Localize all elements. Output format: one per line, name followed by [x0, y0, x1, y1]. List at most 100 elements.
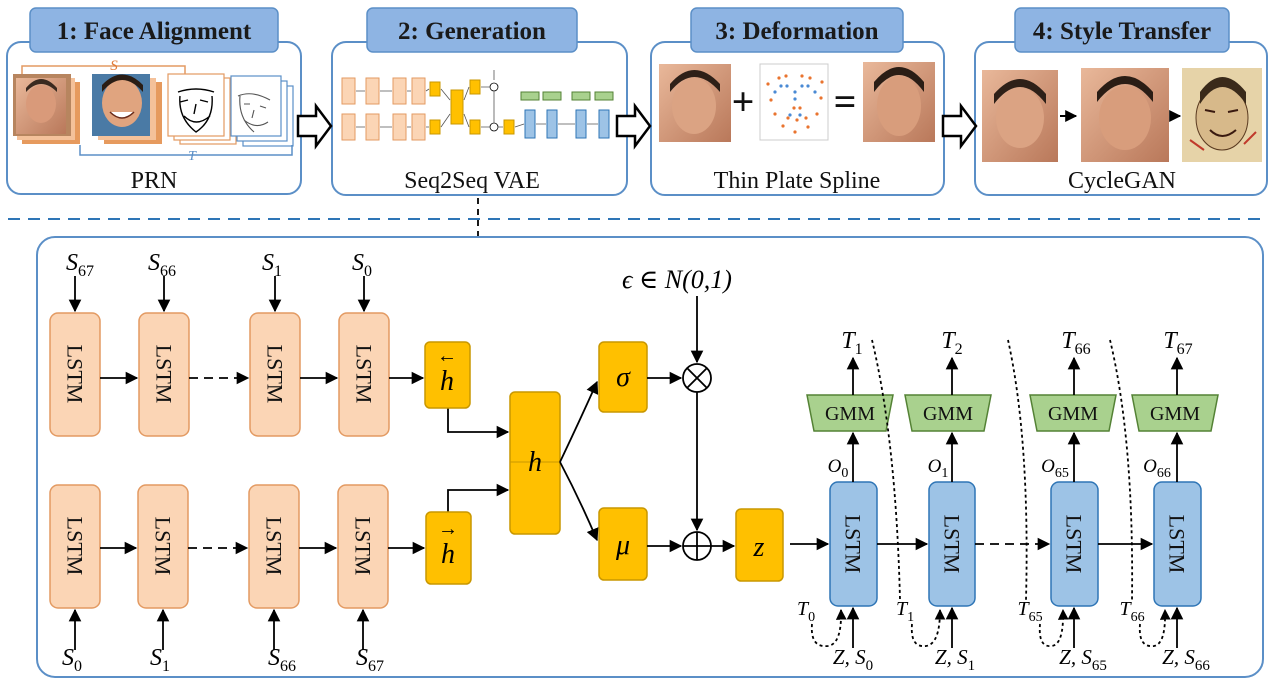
stage-style-transfer: 4: Style Transfer CycleGAN — [974, 7, 1268, 196]
mu-label: μ — [615, 530, 630, 561]
sketch-stack-t — [230, 75, 294, 147]
lstm-label: LSTM — [151, 517, 176, 576]
stage-caption: PRN — [131, 168, 178, 194]
lstm-label: LSTM — [263, 345, 288, 404]
encoder-arrows — [68, 276, 510, 650]
encoder-backward-row: LSTM LSTM LSTM LSTM S67 S66 S1 S0 — [49, 250, 390, 437]
gmm-block — [1131, 394, 1219, 432]
output-label: T66 — [1061, 328, 1090, 358]
stage-face-alignment: 1: Face Alignment S — [6, 7, 302, 195]
stage-title: 2: Generation — [398, 18, 546, 45]
output-label: T1 — [841, 328, 862, 358]
latent-block: σ μ ϵ ∈ N(0,1) z — [598, 265, 784, 582]
t-label: T — [188, 149, 197, 164]
o-label: O1 — [928, 456, 949, 481]
lstm-cell — [49, 484, 101, 609]
gmm-label: GMM — [825, 403, 875, 425]
lstm-cell — [248, 484, 300, 609]
stage-title: 3: Deformation — [715, 18, 878, 45]
lstm-label: LSTM — [63, 517, 88, 576]
mini-architecture-thumbnail — [341, 70, 614, 141]
t-input-label: T1 — [896, 598, 914, 625]
z-input-label: Z, S65 — [1059, 645, 1107, 674]
block-arrow — [615, 102, 652, 150]
stage-title: 1: Face Alignment — [57, 18, 252, 45]
input-face-photo — [659, 64, 731, 142]
encoder-forward-row: LSTM LSTM LSTM LSTM S0 S1 S66 S67 — [49, 484, 389, 675]
block-arrow — [941, 102, 978, 150]
z-label: z — [753, 532, 765, 563]
z-input-label: Z, S1 — [935, 645, 975, 674]
original-face-photo — [982, 70, 1058, 162]
deformed-face-photo — [1081, 68, 1169, 162]
input-label: S67 — [356, 645, 384, 675]
face-photo-stack — [13, 74, 80, 144]
h-forward-box — [425, 511, 472, 585]
h-backward-label: h — [440, 366, 454, 397]
stage-tab — [690, 7, 904, 53]
lstm-label: LSTM — [152, 345, 177, 404]
input-label: S66 — [268, 645, 296, 675]
decoder-arrows — [810, 339, 1184, 648]
sketch-stack-s — [167, 73, 237, 145]
s-bracket — [21, 65, 186, 76]
lstm-label: LSTM — [351, 517, 376, 576]
stage-caption: Thin Plate Spline — [714, 168, 881, 194]
equals-sign: = — [834, 79, 857, 124]
lstm-label: LSTM — [63, 345, 88, 404]
hidden-states: ← h → h h — [424, 341, 561, 585]
lstm-cell — [137, 484, 189, 609]
t-bracket — [79, 145, 293, 156]
decoder-row: LSTM LSTM LSTM LSTM GMM GMM GMM GMM T1 T… — [797, 328, 1219, 674]
gmm-label: GMM — [923, 403, 973, 425]
t-input-label: T66 — [1119, 598, 1144, 625]
input-label: S0 — [62, 645, 82, 675]
lstm-cell — [249, 312, 301, 437]
z-input-label: Z, S66 — [1162, 645, 1210, 674]
gmm-block — [904, 394, 992, 432]
stage-tab — [366, 7, 578, 53]
block-arrow — [296, 102, 333, 150]
lstm-cell — [338, 312, 390, 437]
detail-panel — [36, 236, 1264, 678]
stage-caption: CycleGAN — [1068, 168, 1176, 194]
h-backward-box — [424, 341, 471, 409]
multiply-icon — [686, 367, 708, 389]
add-icon — [683, 532, 711, 560]
input-label: S0 — [352, 250, 372, 280]
stage-tab — [29, 7, 279, 53]
t-input-label: T65 — [1017, 598, 1042, 625]
t-input-label: T0 — [797, 598, 815, 625]
o-label: O66 — [1143, 456, 1171, 481]
lstm-cell — [138, 312, 190, 437]
gmm-label: GMM — [1150, 403, 1200, 425]
stylized-caricature — [1182, 68, 1262, 162]
gmm-block — [1029, 394, 1117, 432]
sigma-label: σ — [616, 362, 631, 393]
stage-deformation: 3: Deformation + = Thin Pla — [650, 7, 945, 196]
epsilon-label: ϵ ∈ N(0,1) — [622, 265, 732, 294]
o-label: O0 — [828, 456, 849, 481]
z-input-label: Z, S0 — [833, 645, 873, 674]
lstm-label: LSTM — [1062, 515, 1087, 574]
h-label: h — [528, 447, 542, 478]
stage-title: 4: Style Transfer — [1033, 18, 1211, 45]
landmark-dots-image — [759, 63, 829, 141]
stage-connectors — [296, 102, 978, 150]
stage-caption: Seq2Seq VAE — [404, 168, 540, 194]
deformed-face-photo — [863, 62, 935, 142]
lstm-cell — [337, 484, 389, 609]
o-label: O65 — [1041, 456, 1069, 481]
lstm-label: LSTM — [262, 517, 287, 576]
latent-arrows — [559, 296, 830, 553]
caricature-stack — [92, 74, 162, 144]
s-label: S — [110, 58, 118, 74]
h-forward-label: h — [441, 539, 455, 570]
output-label: T2 — [941, 328, 962, 358]
input-label: S66 — [148, 250, 176, 280]
h-backward-arrow: ← — [437, 345, 457, 367]
input-label: S1 — [150, 645, 170, 675]
lstm-label: LSTM — [352, 345, 377, 404]
